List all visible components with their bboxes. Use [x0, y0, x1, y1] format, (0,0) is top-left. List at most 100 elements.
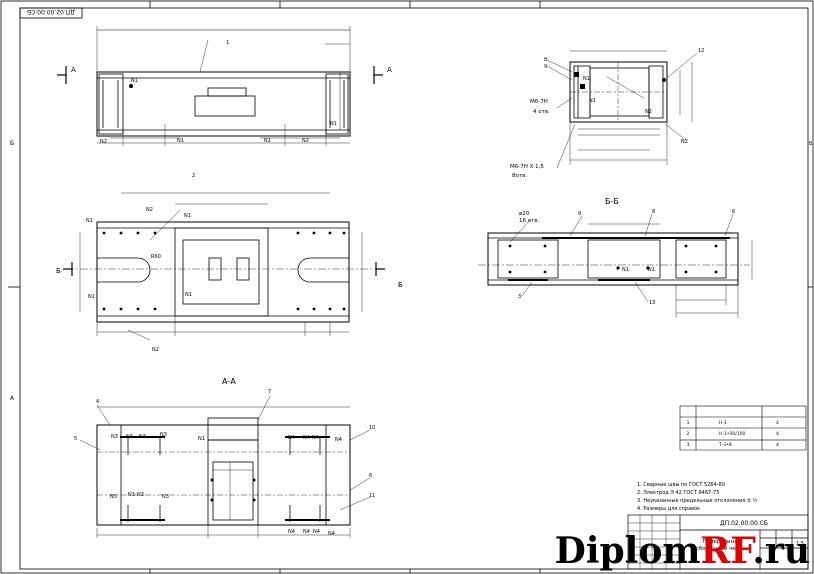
- weld-n1: N1: [589, 98, 596, 104]
- zone-label-a: А: [10, 395, 15, 402]
- callout-6: 6: [732, 209, 735, 215]
- section-b-left: Б: [56, 267, 61, 275]
- svg-text:4: 4: [776, 442, 779, 448]
- weld-n4: N4: [288, 435, 295, 441]
- front-view: [57, 26, 383, 146]
- svg-text:Н-1: Н-1: [719, 420, 727, 426]
- radius-label: R60: [151, 254, 161, 260]
- weld-n3: N3: [160, 432, 167, 438]
- callout-10: 10: [369, 425, 375, 431]
- weld-table-row: 3 Т-3•8 4: [687, 442, 779, 448]
- weld-n2: N2: [645, 109, 652, 115]
- callout-11: 11: [369, 493, 375, 499]
- weld-n3: N3: [111, 434, 118, 440]
- thread-count: 4 отв.: [533, 109, 550, 115]
- weld-table-row: 2 Н-1•30/100 4: [687, 431, 779, 437]
- section-a-right: А: [387, 66, 392, 74]
- drawing-scale: 1:5: [796, 541, 804, 547]
- callout-5: 5: [74, 436, 77, 442]
- thread-count-2: 8отв.: [512, 173, 527, 179]
- weld-n2: N2: [152, 347, 159, 353]
- inner-frame: [19, 7, 809, 570]
- callout-8: 8: [544, 57, 547, 63]
- weld-n4: N4: [288, 529, 295, 535]
- top-view-bolts: [102, 231, 346, 311]
- svg-text:4: 4: [776, 420, 779, 426]
- drawing-name-line2: сборочный черт.: [696, 545, 744, 552]
- callout-3: 3: [518, 294, 521, 300]
- note-1: 1. Сварные швы по ГОСТ 5264-80: [637, 482, 725, 488]
- note-4: 4. Размеры для справок: [637, 506, 700, 512]
- callout-13: 13: [649, 300, 655, 306]
- view-aa-title: А-А: [222, 377, 236, 386]
- view-bb-title: Б-Б: [605, 197, 619, 206]
- weld-n3: N3: [128, 492, 135, 498]
- weld-n4: N4: [303, 435, 310, 441]
- technical-notes: 1. Сварные швы по ГОСТ 5264-80 2. Электр…: [637, 482, 758, 512]
- weld-n1: N1: [264, 138, 271, 144]
- weld-table: [679, 405, 807, 441]
- svg-text:Т-3•8: Т-3•8: [718, 442, 732, 448]
- callout-9: 9: [578, 211, 581, 217]
- drawing-name-line1: Поперечина: [702, 539, 737, 545]
- callout-8: 8: [652, 209, 655, 215]
- weld-n3: N3: [137, 492, 144, 498]
- note-2: 2. Электрод Э 42 ГОСТ 9467-75: [637, 490, 719, 496]
- callout-7: 7: [268, 389, 271, 395]
- zone-label-right-b: Б: [809, 141, 813, 147]
- section-aa-view: [79, 395, 371, 538]
- weld-n2: N2: [681, 139, 688, 145]
- weld-n4: N4: [313, 529, 320, 535]
- top-view: [63, 192, 385, 341]
- callout-12: 12: [698, 48, 704, 54]
- weld-n4: N4: [335, 437, 342, 443]
- weld-n1: N1: [648, 267, 655, 273]
- drawing-name-line3: ...: [717, 553, 722, 559]
- weld-n4: N4: [303, 529, 310, 535]
- weld-n3: N3: [126, 434, 133, 440]
- thread-note-2: M6-7H X 1,5: [510, 164, 544, 170]
- weld-n1: N1: [131, 78, 138, 84]
- weld-n1: N1: [330, 121, 337, 127]
- weld-n3: N3: [139, 434, 146, 440]
- svg-text:2: 2: [687, 431, 690, 437]
- weld-n1: N1: [184, 213, 191, 219]
- callout-4: 4: [96, 399, 99, 405]
- drawing-code: ДП.02.00.00.СБ: [720, 520, 768, 527]
- weld-n1: N1: [177, 138, 184, 144]
- section-a-left: А: [71, 66, 76, 74]
- weld-n4: N4: [328, 531, 335, 537]
- callout-2: 2: [192, 173, 195, 179]
- weld-n3: N3: [110, 494, 117, 500]
- weld-n2: N2: [302, 138, 309, 144]
- weld-n2: N2: [100, 139, 107, 145]
- svg-text:1: 1: [687, 420, 690, 426]
- weld-n4: N4: [312, 435, 319, 441]
- callout-1: 1: [226, 40, 229, 46]
- svg-text:3: 3: [687, 442, 690, 448]
- thread-note: M6-7H: [530, 99, 548, 105]
- note-3: 3. Неуказанные предельные отклонения ± ½: [637, 497, 758, 504]
- weld-n2: N2: [146, 207, 153, 213]
- weld-table-row: 1 Н-1 4: [687, 420, 779, 426]
- weld-n3: N3: [162, 494, 169, 500]
- weld-n1: N1: [198, 436, 205, 442]
- side-view: [546, 50, 698, 169]
- weld-n1: N1: [86, 218, 93, 224]
- weld-n1: N1: [622, 267, 629, 273]
- watermark-logo: DiplomRF.ru: [554, 530, 810, 572]
- zone-label-b: Б: [10, 140, 14, 147]
- svg-text:Н-1•30/100: Н-1•30/100: [719, 431, 745, 437]
- section-bb-view: [478, 213, 753, 318]
- weld-n1: N1: [583, 76, 590, 82]
- svg-text:4: 4: [776, 431, 779, 437]
- callout-9: 9: [544, 64, 547, 70]
- hole-count: 16 отв.: [519, 218, 540, 224]
- section-b-right: Б: [398, 281, 403, 289]
- drawing-code-rotated: ДП.02.00.00.СБ: [27, 8, 75, 15]
- title-block: [627, 514, 809, 570]
- weld-n1: N1: [185, 292, 192, 298]
- weld-n1: N1: [88, 294, 95, 300]
- callout-6: 6: [369, 473, 372, 479]
